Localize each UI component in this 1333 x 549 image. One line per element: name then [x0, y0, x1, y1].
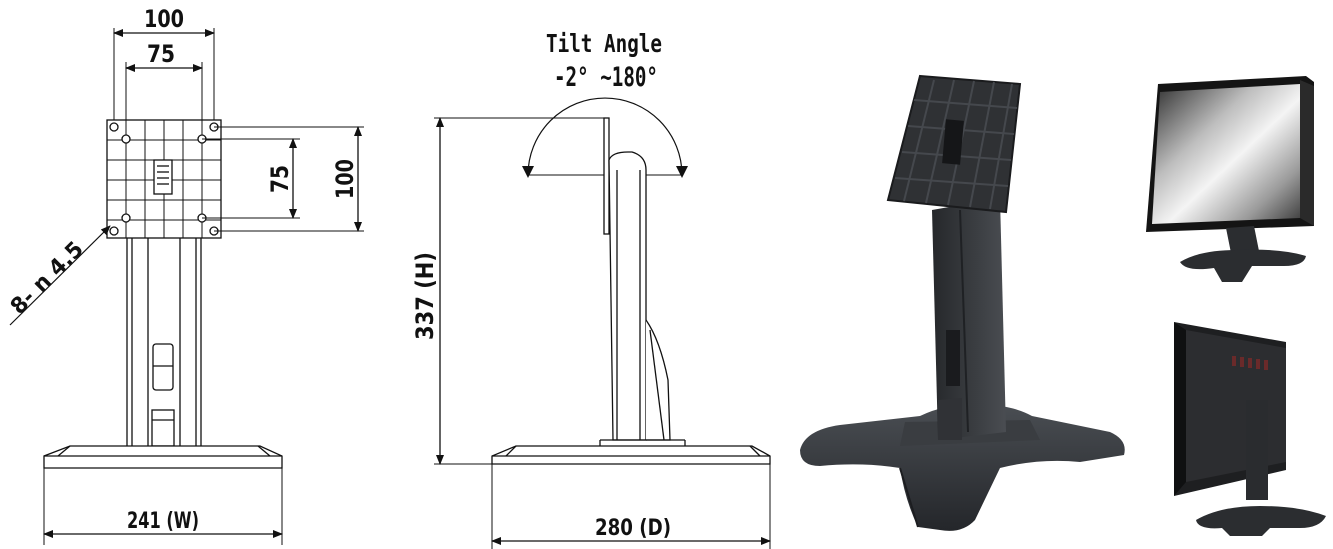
side-view — [434, 97, 771, 549]
side-plate — [603, 117, 610, 235]
tilt-angle-range: -2° ~180° — [554, 62, 658, 93]
stand-photo — [800, 74, 1125, 531]
tilt-arc — [527, 97, 683, 176]
dim-depth: 280 (D) — [595, 516, 671, 541]
side-column — [608, 151, 671, 441]
hole-spec: 8- n 4.5 — [6, 237, 89, 320]
dim-width-100: 100 — [144, 5, 184, 33]
monitor-screen — [1152, 84, 1300, 224]
front-column — [126, 238, 202, 447]
monitor-front-photo — [1146, 76, 1314, 282]
dim-base-width: 241 (W) — [127, 509, 199, 534]
front-base — [43, 445, 283, 469]
dim-height-100: 100 — [331, 159, 359, 199]
front-view — [9, 28, 364, 545]
plate-center-slot — [153, 159, 173, 195]
stand-base — [800, 404, 1125, 531]
dim-height-75: 75 — [266, 165, 294, 193]
tilt-angle-title: Tilt Angle — [546, 29, 662, 58]
dim-width-75: 75 — [147, 40, 175, 68]
dim-height: 337 (H) — [411, 252, 439, 340]
monitor-back-photo — [1174, 322, 1326, 536]
side-base — [491, 439, 771, 465]
